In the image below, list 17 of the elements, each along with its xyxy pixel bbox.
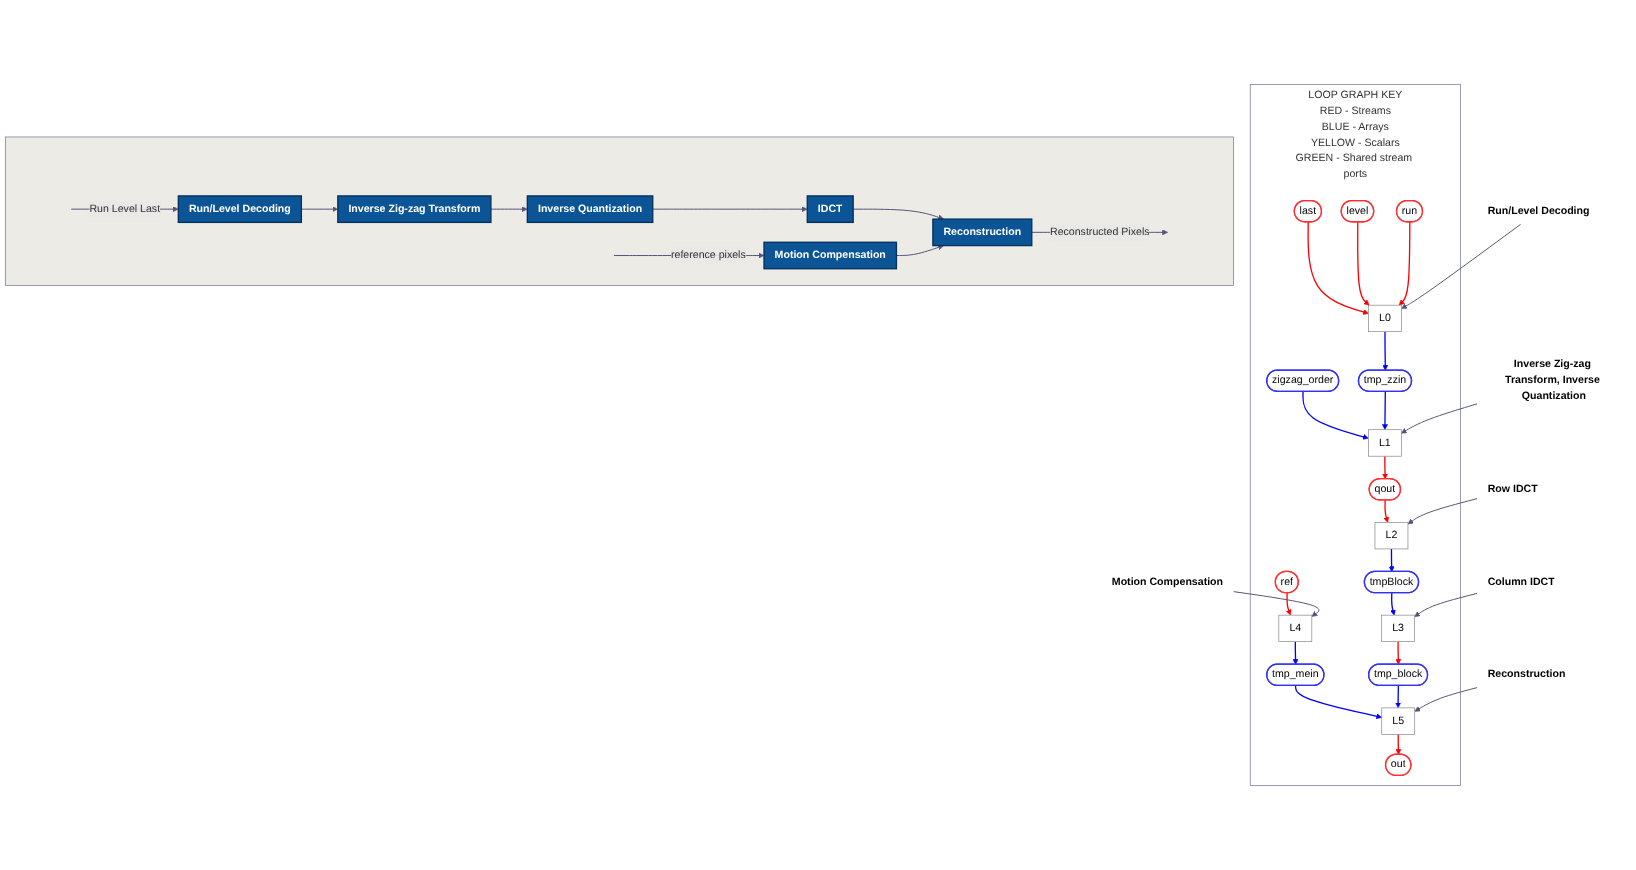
arrow (1382, 331, 1389, 371)
arrow (1294, 685, 1382, 720)
arrow (1302, 390, 1369, 440)
arrow (1357, 221, 1370, 306)
arrow (1292, 641, 1299, 665)
arrow (1382, 455, 1388, 480)
arrow (1395, 685, 1402, 709)
arrow (1382, 390, 1388, 430)
arrow (1383, 499, 1390, 523)
arrow (1395, 733, 1402, 755)
arrow (1388, 548, 1395, 573)
arrow (1398, 221, 1411, 306)
cluster (4, 136, 1234, 286)
arrow (1395, 641, 1402, 665)
arrow (1390, 592, 1396, 616)
arrow (1285, 592, 1292, 616)
arrow (1307, 221, 1369, 315)
